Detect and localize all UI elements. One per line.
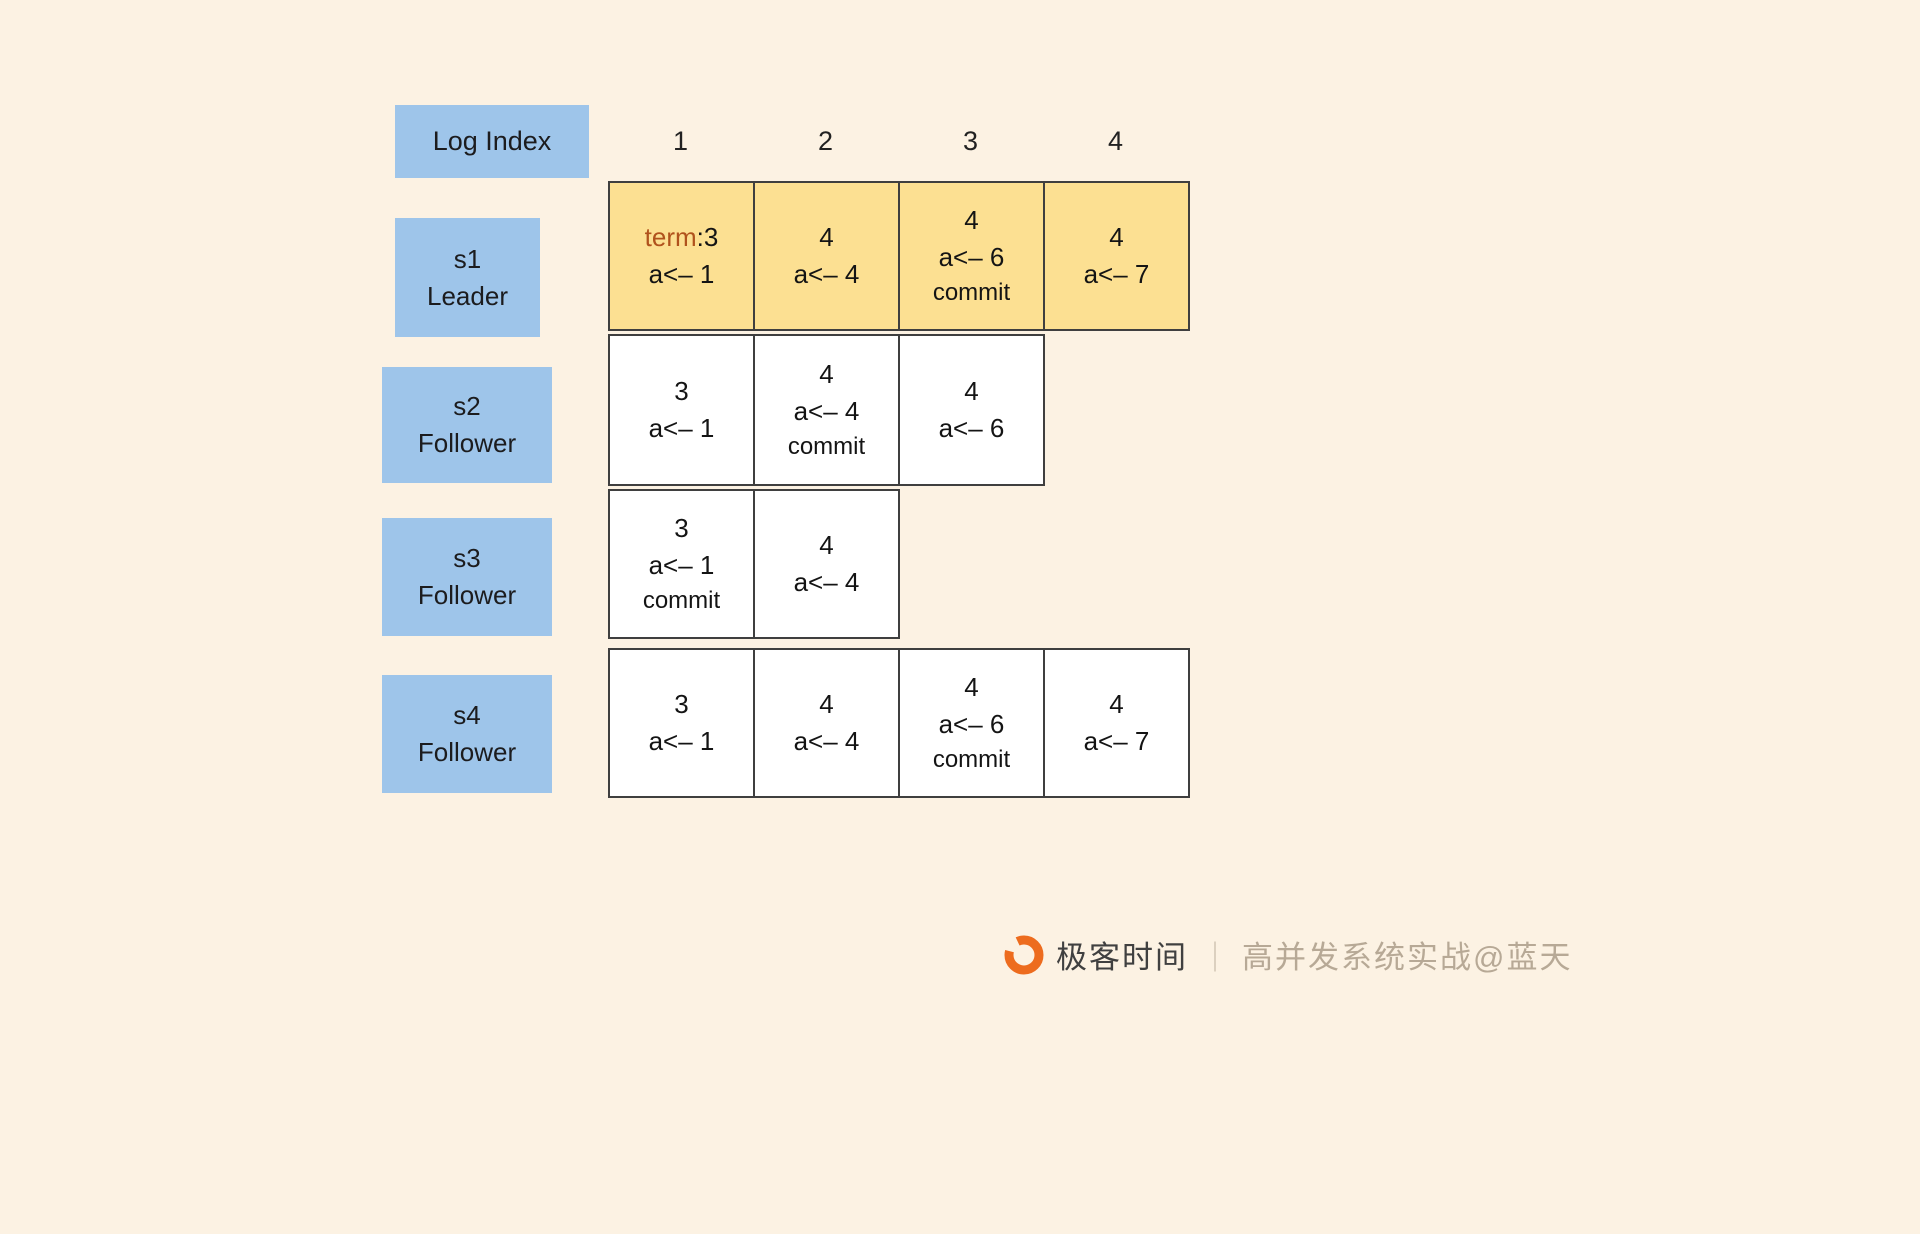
log-cell-s4-4: 4 a<– 7 <box>1043 648 1190 798</box>
server-label-s4: s4 Follower <box>382 675 552 793</box>
cell-op: a<– 7 <box>1083 726 1150 756</box>
term-value: 4 <box>819 222 834 252</box>
cell-term: 3 <box>674 510 688 547</box>
cell-term: 4 <box>964 373 978 410</box>
log-cell-s1-1: term:3 a<– 1 <box>608 181 755 331</box>
cell-op: a<– 4 <box>793 396 860 426</box>
term-value: 3 <box>674 513 689 543</box>
cell-op: a<– 6 <box>938 413 1005 443</box>
column-header-4: 4 <box>1107 126 1124 156</box>
term-value: 4 <box>819 689 834 719</box>
server-label-s3: s3 Follower <box>382 518 552 636</box>
cell-term: 4 <box>819 219 833 256</box>
cell-term: 3 <box>674 373 688 410</box>
column-header-1: 1 <box>672 126 689 156</box>
cell-op: a<– 4 <box>793 567 860 597</box>
term-value: 4 <box>819 359 834 389</box>
divider: ｜ <box>1200 941 1230 975</box>
cell-commit: commit <box>642 587 721 614</box>
log-cell-s1-2: 4 a<– 4 <box>753 181 900 331</box>
cell-term: 4 <box>1109 686 1123 723</box>
term-value: 4 <box>964 205 979 235</box>
cell-op: a<– 4 <box>793 259 860 289</box>
log-row-s2: 3 a<– 1 4 a<– 4 commit 4 a<– 6 <box>608 334 1045 486</box>
cell-term: 4 <box>819 686 833 723</box>
log-cell-s4-2: 4 a<– 4 <box>753 648 900 798</box>
server-id: s2 <box>453 391 481 421</box>
term-value: 3 <box>674 376 689 406</box>
cell-commit: commit <box>787 433 866 460</box>
log-cell-s4-1: 3 a<– 1 <box>608 648 755 798</box>
log-cell-s1-4: 4 a<– 7 <box>1043 181 1190 331</box>
term-value: 4 <box>1109 222 1124 252</box>
cell-op: a<– 1 <box>648 550 715 580</box>
cell-term: 4 <box>819 356 833 393</box>
log-cell-s2-1: 3 a<– 1 <box>608 334 755 486</box>
cell-term: 4 <box>964 669 978 706</box>
server-role: Leader <box>427 280 508 311</box>
server-role: Follower <box>417 428 517 458</box>
cell-op: a<– 1 <box>648 259 715 289</box>
log-row-s1: term:3 a<– 1 4 a<– 4 4 a<– 6 commit 4 a<… <box>608 181 1190 331</box>
log-cell-s3-1: 3 a<– 1 commit <box>608 489 755 639</box>
server-id: s1 <box>453 243 482 274</box>
cell-term: 4 <box>1109 219 1123 256</box>
log-index-label: Log Index <box>395 105 589 178</box>
cell-term: term:3 <box>645 219 719 256</box>
server-role: Follower <box>417 580 517 610</box>
log-cell-s1-3: 4 a<– 6 commit <box>898 181 1045 331</box>
log-cell-s3-2: 4 a<– 4 <box>753 489 900 639</box>
term-value: 4 <box>964 376 979 406</box>
geekbang-logo-icon <box>1004 935 1044 974</box>
term-keyword: term <box>644 222 697 252</box>
cell-term: 3 <box>674 686 688 723</box>
column-header-2: 2 <box>817 126 834 156</box>
cell-commit: commit <box>932 746 1011 773</box>
cell-op: a<– 6 <box>938 242 1005 272</box>
cell-term: 4 <box>819 527 833 564</box>
server-id: s4 <box>453 700 481 730</box>
term-value: 4 <box>964 672 979 702</box>
column-header-3: 3 <box>962 126 979 156</box>
cell-term: 4 <box>964 202 978 239</box>
server-label-s2: s2 Follower <box>382 367 552 483</box>
term-value: 4 <box>819 530 834 560</box>
log-cell-s4-3: 4 a<– 6 commit <box>898 648 1045 798</box>
log-row-s3: 3 a<– 1 commit 4 a<– 4 <box>608 489 900 639</box>
cell-op: a<– 4 <box>793 726 860 756</box>
cell-op: a<– 1 <box>648 413 715 443</box>
server-id: s3 <box>453 543 481 573</box>
watermark: 极客时间 ｜ 高并发系统实战@蓝天 <box>1002 932 1572 977</box>
term-value: 4 <box>1109 689 1124 719</box>
cell-commit: commit <box>932 279 1011 306</box>
server-role: Follower <box>417 737 517 767</box>
brand-name: 极客时间 <box>1056 940 1188 975</box>
log-cell-s2-3: 4 a<– 6 <box>898 334 1045 486</box>
log-row-s4: 3 a<– 1 4 a<– 4 4 a<– 6 commit 4 a<– 7 <box>608 648 1190 798</box>
credit-text: 高并发系统实战@蓝天 <box>1242 940 1573 975</box>
term-value: :3 <box>696 222 719 252</box>
server-label-s1: s1 Leader <box>395 218 540 337</box>
cell-op: a<– 7 <box>1083 259 1150 289</box>
cell-op: a<– 6 <box>938 709 1005 739</box>
cell-op: a<– 1 <box>648 726 715 756</box>
log-cell-s2-2: 4 a<– 4 commit <box>753 334 900 486</box>
log-index-columns: 1 2 3 4 <box>608 105 1188 178</box>
term-value: 3 <box>674 689 689 719</box>
